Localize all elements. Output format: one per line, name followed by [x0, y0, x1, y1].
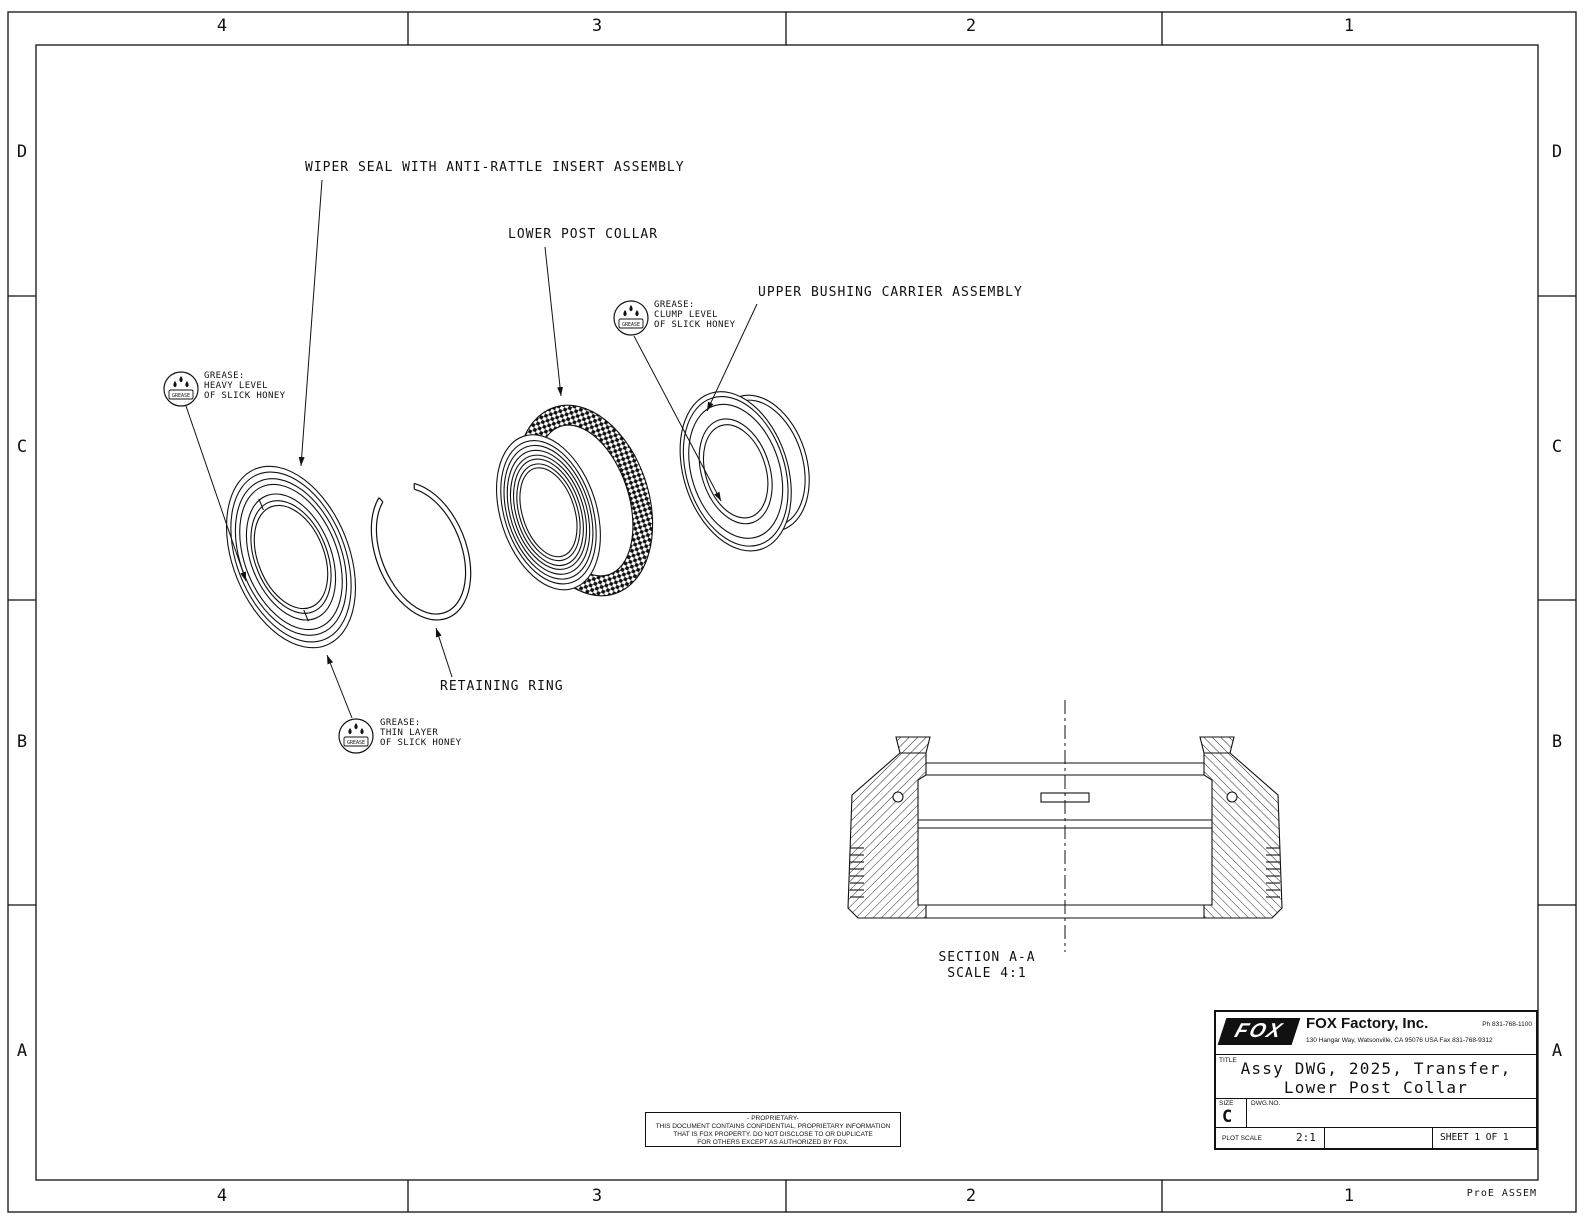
drawing-title-line1: Assy DWG, 2025, Transfer,	[1240, 1059, 1512, 1078]
grease-icon-clump: GREASE	[613, 300, 649, 336]
proprietary-line: FOR OTHERS EXCEPT AS AUTHORIZED BY FOX.	[697, 1139, 849, 1146]
grease-note-heavy: GREASE: HEAVY LEVEL OF SLICK HONEY	[204, 371, 285, 401]
zone-col-3-bottom: 3	[591, 1186, 603, 1206]
grease-icon-text: GREASE	[622, 322, 640, 328]
zone-row-b-right: B	[1551, 732, 1563, 752]
retaining-ring-part	[370, 482, 472, 621]
drawing-title: Assy DWG, 2025, Transfer, Lower Post Col…	[1216, 1059, 1536, 1097]
section-view-caption: SECTION A-A SCALE 4:1	[897, 950, 1077, 982]
proprietary-notice: - PROPRIETARY- THIS DOCUMENT CONTAINS CO…	[645, 1112, 901, 1147]
title-block-size-row: SIZE C DWG.NO.	[1216, 1099, 1536, 1128]
drawing-title-line2: Lower Post Collar	[1283, 1078, 1469, 1097]
grease-icon-thin: GREASE	[338, 718, 374, 754]
plot-scale-label: PLOT SCALE	[1222, 1135, 1262, 1142]
grease-note-line: GREASE:	[204, 371, 245, 381]
sheet-number: SHEET 1 OF 1	[1440, 1132, 1509, 1143]
proe-assem-note: ProE ASSEM	[1466, 1188, 1537, 1199]
grease-note-line: OF SLICK HONEY	[204, 391, 286, 401]
title-label: TITLE	[1219, 1057, 1237, 1064]
callout-wiper-seal: WIPER SEAL WITH ANTI-RATTLE INSERT ASSEM…	[305, 160, 685, 175]
upper-bushing-carrier-part	[679, 391, 810, 552]
title-block-header-row: FOX FOX Factory, Inc. Ph 831-768-1100 13…	[1216, 1012, 1536, 1055]
zone-row-c-right: C	[1551, 437, 1563, 457]
scale-row-divider-1	[1324, 1128, 1325, 1148]
grease-note-line: THIN LAYER	[380, 728, 439, 738]
section-view	[847, 700, 1283, 952]
company-name: FOX Factory, Inc.	[1306, 1015, 1429, 1032]
grease-note-line: GREASE:	[380, 718, 421, 728]
zone-col-2-top: 2	[965, 16, 977, 36]
callout-retaining-ring: RETAINING RING	[440, 679, 564, 694]
size-value: C	[1222, 1107, 1233, 1127]
proprietary-line: THIS DOCUMENT CONTAINS CONFIDENTIAL, PRO…	[655, 1123, 891, 1130]
zone-row-d-right: D	[1551, 142, 1563, 162]
grease-icon-heavy: GREASE	[163, 371, 199, 407]
proprietary-line: THAT IS FOX PROPERTY. DO NOT DISCLOSE TO…	[673, 1131, 873, 1138]
zone-col-2-bottom: 2	[965, 1186, 977, 1206]
company-address: 130 Hangar Way, Watsonville, CA 95076 US…	[1306, 1037, 1493, 1044]
plot-scale-value: 2:1	[1296, 1131, 1316, 1144]
fox-logo: FOX	[1217, 1018, 1301, 1045]
grease-note-clump: GREASE: CLUMP LEVEL OF SLICK HONEY	[654, 300, 735, 330]
zone-row-d-left: D	[16, 142, 28, 162]
size-cell-divider	[1246, 1099, 1247, 1127]
grease-note-line: OF SLICK HONEY	[380, 738, 462, 748]
callout-lower-post-collar: LOWER POST COLLAR	[508, 227, 659, 242]
grease-note-line: CLUMP LEVEL	[654, 310, 719, 320]
grease-icon-text: GREASE	[347, 740, 365, 746]
zone-row-b-left: B	[16, 732, 28, 752]
scale-row-divider-2	[1432, 1128, 1433, 1148]
grease-note-line: OF SLICK HONEY	[654, 320, 736, 330]
zone-row-c-left: C	[16, 437, 28, 457]
grease-note-thin: GREASE: THIN LAYER OF SLICK HONEY	[380, 718, 461, 748]
zone-col-3-top: 3	[591, 16, 603, 36]
section-view-scale: SCALE 4:1	[947, 966, 1027, 981]
zone-col-4-top: 4	[216, 16, 228, 36]
section-view-title: SECTION A-A	[938, 950, 1036, 965]
title-block: FOX FOX Factory, Inc. Ph 831-768-1100 13…	[1214, 1010, 1538, 1150]
lower-post-collar-part	[496, 404, 654, 597]
leader-lines	[185, 179, 758, 719]
size-label: SIZE	[1219, 1100, 1234, 1107]
proprietary-line: - PROPRIETARY-	[747, 1115, 799, 1122]
grease-icon-text: GREASE	[172, 393, 190, 399]
company-phone: Ph 831-768-1100	[1482, 1021, 1532, 1028]
wiper-seal-part	[225, 465, 357, 649]
sheet-border-frame	[7, 11, 1577, 1213]
zone-row-a-right: A	[1551, 1041, 1563, 1061]
title-block-scale-row: PLOT SCALE 2:1 SHEET 1 OF 1	[1216, 1128, 1536, 1148]
zone-row-a-left: A	[16, 1041, 28, 1061]
dwg-no-label: DWG.NO.	[1251, 1100, 1281, 1107]
callout-upper-bushing-carrier: UPPER BUSHING CARRIER ASSEMBLY	[758, 285, 1023, 300]
grease-note-line: HEAVY LEVEL	[204, 381, 269, 391]
zone-col-4-bottom: 4	[216, 1186, 228, 1206]
title-block-title-row: TITLE Assy DWG, 2025, Transfer, Lower Po…	[1216, 1055, 1536, 1099]
zone-col-1-bottom: 1	[1343, 1186, 1355, 1206]
grease-note-line: GREASE:	[654, 300, 695, 310]
zone-col-1-top: 1	[1343, 16, 1355, 36]
